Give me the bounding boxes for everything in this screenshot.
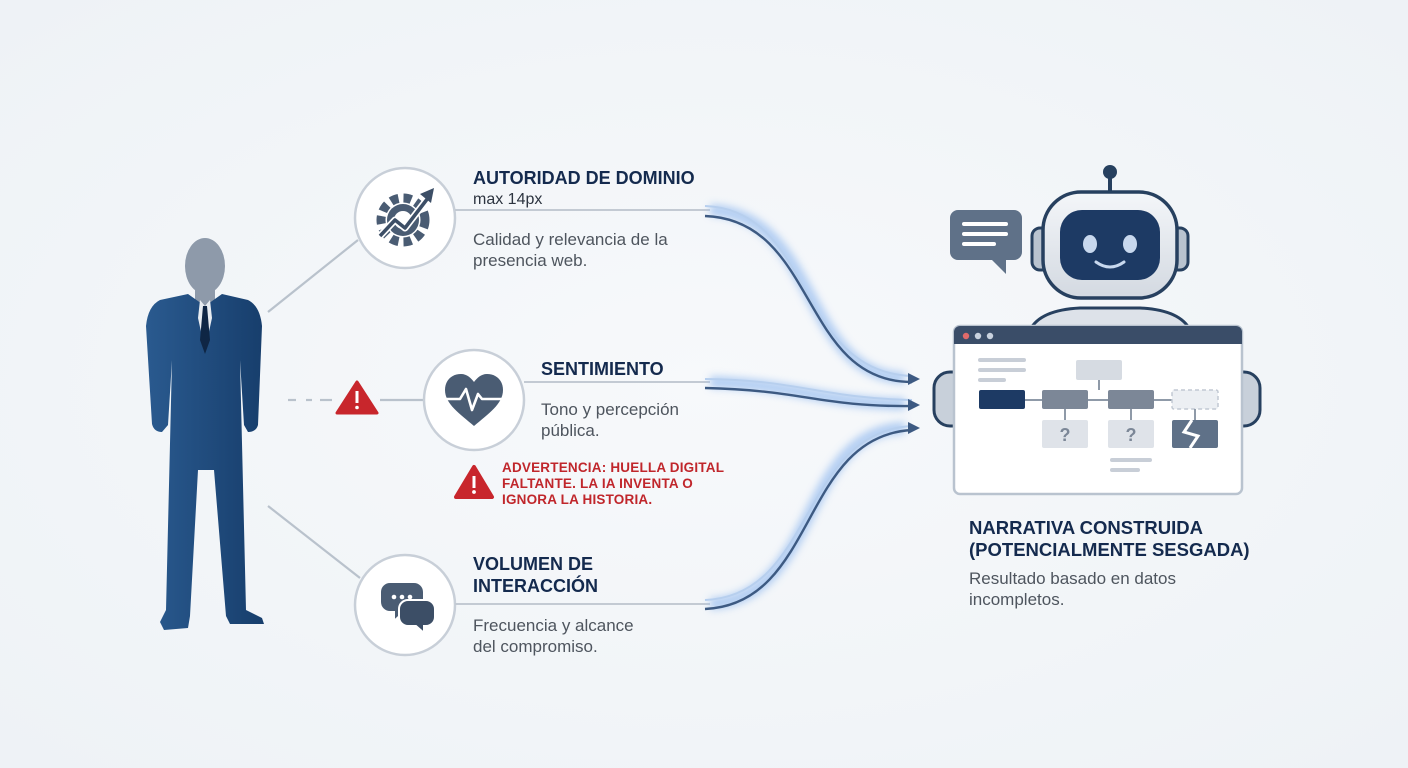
result-title: NARRATIVA CONSTRUIDA (POTENCIALMENTE SES… xyxy=(969,517,1250,560)
heart-pulse-icon xyxy=(445,374,503,426)
chat-bubbles-icon xyxy=(379,581,436,636)
factor-circle-3 xyxy=(353,553,457,657)
data-flow-lines xyxy=(704,205,913,611)
result-description: Resultado basado en datos incompletos. xyxy=(969,569,1176,609)
factor-1-description: Calidad y relevancia de la presencia web… xyxy=(473,230,668,270)
factor-underlines xyxy=(455,209,710,605)
placeholder-question-2: ? xyxy=(1126,425,1137,445)
data-flow-glow xyxy=(709,204,906,610)
warning-triangle-icon xyxy=(454,465,494,499)
warning-text: ADVERTENCIA: HUELLA DIGITAL FALTANTE. LA… xyxy=(502,460,725,507)
factor-circle-1 xyxy=(353,166,457,270)
broken-box-icon xyxy=(1172,419,1218,449)
person-connectors xyxy=(267,239,424,579)
factor-1-title: AUTORIDAD DE DOMINIO xyxy=(473,168,695,188)
factor-circle-2 xyxy=(422,348,526,452)
browser-window: ? ? xyxy=(952,324,1244,496)
factor-3-title: VOLUMEN DE INTERACCIÓN xyxy=(473,554,598,596)
placeholder-question-1: ? xyxy=(1060,425,1071,445)
warning-triangle-small-icon xyxy=(335,380,379,415)
speech-bubble-icon xyxy=(950,210,1022,274)
gear-growth-icon xyxy=(376,188,434,247)
factor-3-description: Frecuencia y alcance del compromiso. xyxy=(473,616,634,656)
factor-2-title: SENTIMIENTO xyxy=(541,359,664,379)
factor-1-subtitle: max 14px xyxy=(473,191,543,208)
factor-2-description: Tono y percepción pública. xyxy=(541,400,679,440)
person-silhouette-icon xyxy=(146,238,264,630)
arrowheads xyxy=(908,373,920,434)
